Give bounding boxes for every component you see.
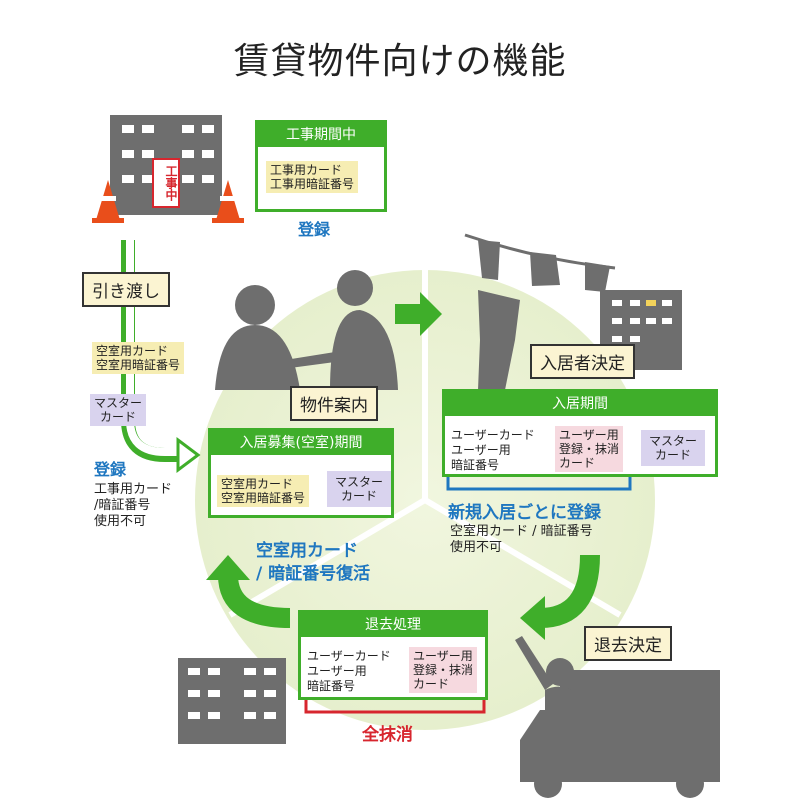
move-in-period-box: 入居期間 ユーザーカード ユーザー用 暗証番号 ユーザー用 登録・抹消 カード … — [442, 389, 718, 477]
traffic-cone-icon — [212, 180, 244, 223]
arrow-right-icon — [395, 292, 442, 336]
construction-card-note: 工事用カード 工事用暗証番号 — [266, 161, 359, 193]
move-out-process-header: 退去処理 — [301, 613, 485, 637]
master-card-line1: マスター — [94, 396, 143, 410]
move-in-reg-line2: 登録・抹消 — [559, 442, 620, 456]
vacancy-period-header: 入居募集(空室)期間 — [211, 431, 391, 455]
move-out-reg-card-note: ユーザー用 登録・抹消 カード — [409, 647, 478, 693]
vacancy-card-note: 空室用カード 空室用暗証番号 — [92, 342, 185, 374]
move-in-user-pin-line2: 暗証番号 — [451, 458, 500, 472]
vacancy-box-pin-label: 空室用暗証番号 — [221, 491, 306, 505]
move-in-user-card: ユーザーカード — [451, 428, 535, 442]
move-in-master-note: マスター カード — [641, 430, 706, 466]
move-out-user-pin-line2: 暗証番号 — [307, 679, 356, 693]
move-in-master-line1: マスター — [649, 434, 698, 448]
arrow-up-icon — [206, 555, 250, 580]
move-out-user-card: ユーザーカード — [307, 649, 391, 663]
vacancy-box-card-label: 空室用カード — [221, 477, 294, 491]
move-in-reg-line3: カード — [559, 456, 596, 470]
move-in-decision-label: 入居者決定 — [530, 344, 635, 379]
move-in-reg-card-note: ユーザー用 登録・抹消 カード — [555, 426, 624, 472]
construction-card-disabled-text: 工事用カード /暗証番号 使用不可 — [94, 482, 172, 530]
handover-register-text: 登録 — [94, 460, 127, 479]
master-card-note: マスター カード — [90, 394, 147, 426]
agent-silhouettes — [215, 270, 398, 390]
handover-label: 引き渡し — [82, 272, 170, 307]
laundry-icon — [464, 233, 616, 292]
move-out-user-card-text: ユーザーカード ユーザー用 暗証番号 — [307, 649, 391, 694]
move-in-period-header: 入居期間 — [445, 392, 715, 416]
vacancy-master-line2: カード — [340, 489, 377, 503]
move-in-reg-line1: ユーザー用 — [559, 428, 619, 442]
construction-card-label: 工事用カード — [270, 163, 343, 177]
construction-sign: 工事中 — [152, 158, 180, 208]
move-in-caption: 新規入居ごとに登録 — [448, 503, 601, 523]
moving-truck-icon — [520, 670, 720, 798]
apartment-icon — [178, 658, 286, 744]
restore-line1: 空室用カード — [256, 541, 358, 561]
move-out-process-box: 退去処理 ユーザーカード ユーザー用 暗証番号 ユーザー用 登録・抹消 カード — [298, 610, 488, 700]
showing-label: 物件案内 — [290, 386, 378, 421]
resident-silhouette — [478, 290, 520, 390]
construction-period-box: 工事期間中 工事用カード 工事用暗証番号 — [255, 120, 387, 212]
disabled-line1: 工事用カード — [94, 482, 173, 497]
move-out-reg-line1: ユーザー用 — [413, 649, 473, 663]
restore-line2: / 暗証番号復活 — [256, 564, 371, 584]
construction-pin-label: 工事用暗証番号 — [270, 177, 355, 191]
vacancy-master-line1: マスター — [335, 475, 384, 489]
move-in-user-card-text: ユーザーカード ユーザー用 暗証番号 — [451, 428, 535, 473]
erase-all-text: 全抹消 — [362, 725, 413, 745]
vacancy-card-box-note: 空室用カード 空室用暗証番号 — [217, 475, 310, 507]
move-out-reg-line2: 登録・抹消 — [413, 663, 474, 677]
vacancy-master-note: マスター カード — [327, 471, 391, 507]
vacancy-card-label: 空室用カード — [96, 344, 169, 358]
construction-sign-text: 工事中 — [164, 165, 178, 201]
disabled-line2: /暗証番号 — [94, 498, 151, 513]
move-in-sub-line1: 空室用カード / 暗証番号 — [450, 524, 593, 539]
arrow-left-icon — [520, 596, 545, 640]
leaving-person-silhouette — [515, 636, 585, 760]
move-in-user-pin-line1: ユーザー用 — [451, 443, 511, 457]
master-card-line2: カード — [100, 410, 137, 424]
move-in-subcaption: 空室用カード / 暗証番号 使用不可 — [450, 524, 593, 556]
construction-register-text: 登録 — [298, 220, 331, 239]
vacancy-pin-label: 空室用暗証番号 — [96, 358, 181, 372]
page-title: 賃貸物件向けの機能 — [233, 41, 567, 82]
disabled-line3: 使用不可 — [94, 514, 147, 529]
move-out-decision-label: 退去決定 — [584, 626, 672, 661]
traffic-cone-icon — [92, 180, 124, 223]
move-out-reg-line3: カード — [413, 677, 450, 691]
restore-caption: 空室用カード / 暗証番号復活 — [256, 540, 370, 586]
move-in-sub-line2: 使用不可 — [450, 540, 503, 555]
construction-period-header: 工事期間中 — [258, 123, 384, 147]
vacancy-period-box: 入居募集(空室)期間 空室用カード 空室用暗証番号 マスター カード — [208, 428, 394, 518]
move-in-master-line2: カード — [655, 448, 692, 462]
move-out-user-pin-line1: ユーザー用 — [307, 664, 367, 678]
